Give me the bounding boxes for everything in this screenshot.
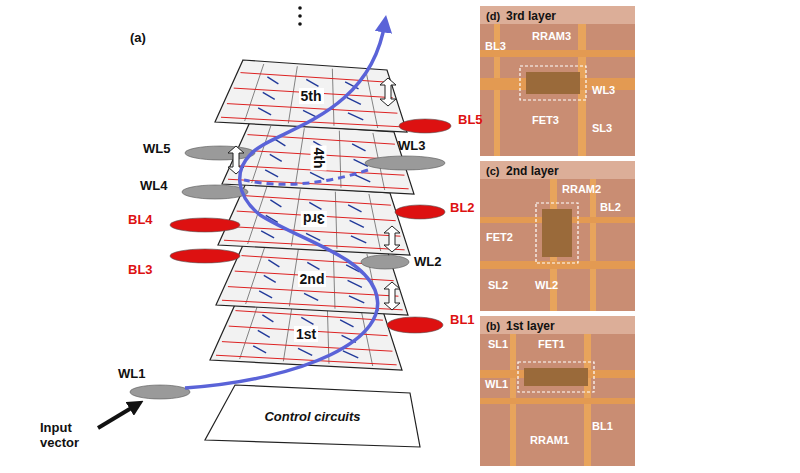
line-end-ellipse <box>365 156 445 170</box>
panel-title: 1st layer <box>506 320 555 333</box>
signal-name: BL5 <box>458 112 483 127</box>
layer-node: 3rd <box>218 183 410 255</box>
part-label: RRAM1 <box>530 434 569 447</box>
micrograph <box>480 161 635 311</box>
part-label: BL1 <box>592 420 613 433</box>
double-arrow <box>384 226 400 252</box>
line-end-ellipse <box>399 119 451 133</box>
control-plane <box>205 385 420 447</box>
signal-name: BL4 <box>128 212 153 227</box>
layer-label: 5th <box>299 88 324 104</box>
layer-label: 4th <box>310 146 326 171</box>
part-label: RRAM2 <box>562 183 601 196</box>
continuation-dot <box>298 14 302 18</box>
control-box: Control circuits <box>205 385 420 447</box>
micrograph-panel: (d) 3rd layerBL3 RRAM3WL3FET3SL3 <box>480 6 635 156</box>
part-label: WL3 <box>592 84 615 97</box>
signal-name: WL5 <box>143 141 170 156</box>
micrograph <box>480 316 635 466</box>
signal-arrow <box>185 22 385 388</box>
panel-title: (d) <box>486 10 500 23</box>
layer-node: 4th <box>222 122 414 194</box>
layer-label: 1st <box>294 326 318 342</box>
part-label: WL2 <box>535 279 558 292</box>
micrograph-panel: (c) 2nd layerRRAM2BL2FET2SL2 WL2 <box>480 161 635 311</box>
panel-letter: (a) <box>130 30 146 45</box>
part-label: SL3 <box>592 122 612 135</box>
part-label: RRAM3 <box>532 30 571 43</box>
layer-node: 5th <box>215 60 407 132</box>
part-label: BL3 <box>485 40 506 53</box>
line-end-ellipse <box>182 185 248 199</box>
input-arrow <box>98 404 138 428</box>
part-label: FET3 <box>532 114 559 127</box>
signal-name: WL2 <box>414 254 441 269</box>
layer-node: 1st <box>210 298 402 370</box>
signal-name: WL1 <box>118 366 145 381</box>
part-label: BL2 <box>600 201 621 214</box>
input-label: Input vector <box>40 420 95 450</box>
micrograph-panel: (b) 1st layerSL1 FET1WL1RRAM1 BL1 <box>480 316 635 466</box>
line-end-ellipse <box>361 255 409 269</box>
line-end-ellipse <box>387 317 443 333</box>
micrograph <box>480 6 635 156</box>
panel-title: (c) <box>486 165 499 178</box>
part-label: FET1 <box>538 338 565 351</box>
signal-name: BL1 <box>450 312 475 327</box>
double-arrow <box>384 282 400 310</box>
part-label: FET2 <box>486 231 513 244</box>
line-end-ellipse <box>170 249 240 263</box>
signal-name: BL2 <box>450 200 475 215</box>
panel-title: 3rd layer <box>506 10 556 23</box>
signal-name: WL4 <box>140 178 167 193</box>
line-end-ellipse <box>395 205 445 219</box>
continuation-dot <box>298 22 302 26</box>
panel-title: 2nd layer <box>506 165 559 178</box>
signal-arrow-dashed <box>244 170 368 184</box>
double-arrow <box>380 78 396 106</box>
line-end-ellipse <box>170 218 240 232</box>
layer-node: 2nd <box>216 243 408 315</box>
layer-label: 2nd <box>298 271 327 287</box>
part-label: SL2 <box>488 279 508 292</box>
continuation-dot <box>298 6 302 10</box>
panel-title: (b) <box>486 320 500 333</box>
layer-label: 3rd <box>301 211 327 227</box>
signal-name: BL3 <box>128 262 153 277</box>
part-label: SL1 <box>488 338 508 351</box>
signal-name: WL3 <box>398 138 425 153</box>
part-label: WL1 <box>485 378 508 391</box>
line-end-ellipse <box>130 385 190 399</box>
box-label: Control circuits <box>262 409 362 424</box>
